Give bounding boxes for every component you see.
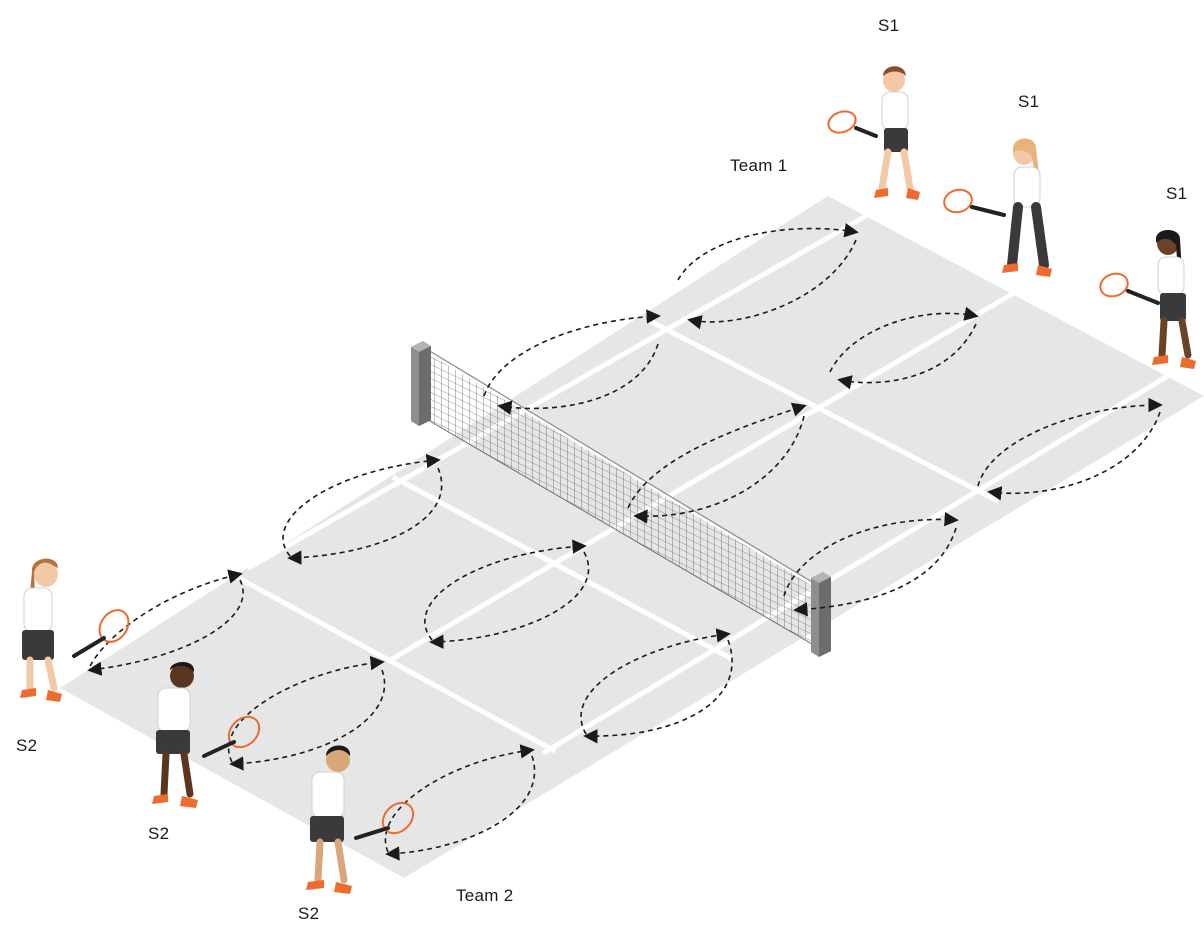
player-team1-1: [827, 66, 920, 200]
rally-arrow: [580, 628, 731, 735]
player-team1-2: [943, 138, 1052, 277]
rally-arrows: [87, 223, 1163, 861]
rally-arrow: [627, 402, 807, 509]
player-team2-3: [306, 745, 415, 894]
court-lines: [231, 212, 1180, 756]
tennis-racket-icon: [943, 188, 1006, 217]
label-team1: Team 1: [730, 156, 788, 175]
rally-arrow: [783, 512, 959, 597]
rally-arrow: [429, 551, 590, 649]
tennis-racket-icon: [72, 609, 130, 658]
rally-arrow: [229, 669, 386, 771]
rally-arrow: [282, 453, 441, 557]
cross-line-3: [648, 318, 1000, 504]
cross-line-2: [391, 474, 734, 662]
lane-line-1: [246, 212, 870, 571]
rally-arrow: [977, 397, 1163, 487]
tennis-racket-icon: [202, 715, 261, 758]
net-post-right: [811, 572, 831, 657]
label-team2: Team 2: [456, 886, 514, 905]
player-team2-2: [152, 662, 261, 808]
rally-arrow: [483, 309, 661, 397]
label-s2-player3: S2: [298, 904, 320, 923]
lane-line-2: [388, 290, 1016, 663]
tennis-racket-icon: [354, 801, 415, 840]
rally-arrow: [497, 343, 659, 415]
tennis-racket-icon: [1099, 272, 1160, 305]
rally-arrow: [87, 579, 244, 676]
label-s2-player2: S2: [148, 824, 170, 843]
label-s2-player1: S2: [16, 736, 38, 755]
lane-line-3: [541, 367, 1180, 756]
rally-arrow: [385, 755, 536, 861]
label-s1-player2: S1: [1018, 92, 1040, 111]
rally-arrow: [633, 415, 805, 524]
rally-arrow: [987, 411, 1161, 501]
rally-arrow: [89, 569, 243, 667]
tennis-racket-icon: [827, 110, 878, 138]
rally-arrow: [829, 306, 979, 373]
rally-arrow: [583, 639, 733, 744]
rally-arrow: [677, 223, 859, 281]
player-team1-3: [1099, 230, 1196, 369]
label-s1-player1: S1: [878, 16, 900, 35]
rally-arrow: [384, 744, 535, 853]
rally-arrow: [793, 527, 957, 617]
net-post-left: [411, 341, 431, 426]
cross-line-1: [231, 572, 557, 754]
rally-arrow: [424, 539, 587, 641]
rally-arrow: [287, 467, 443, 565]
rally-arrow: [687, 239, 857, 330]
net-icon: [411, 341, 831, 657]
rally-arrow: [837, 323, 977, 390]
label-s1-player3: S1: [1166, 184, 1188, 203]
player-team2-1: [20, 558, 130, 702]
